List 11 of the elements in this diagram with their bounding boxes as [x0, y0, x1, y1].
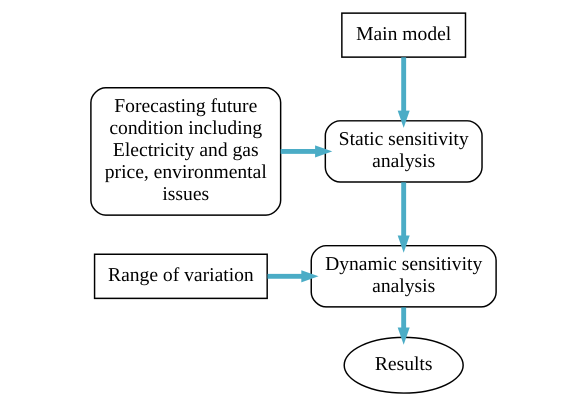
arrow	[397, 57, 410, 128]
arrow	[280, 145, 332, 158]
node-box: Main model	[340, 12, 466, 58]
arrow	[397, 182, 410, 253]
node-box: Static sensitivity analysis	[324, 120, 482, 183]
node-box: Forecasting future condition including Electricity and gas price, environmental issues	[90, 87, 281, 216]
node-box: Range of variation	[93, 254, 268, 300]
node-ellipse: Results	[342, 336, 464, 394]
arrow	[397, 307, 410, 345]
arrow	[266, 270, 318, 282]
node-box: Dynamic sensitivity analysis	[310, 244, 496, 308]
